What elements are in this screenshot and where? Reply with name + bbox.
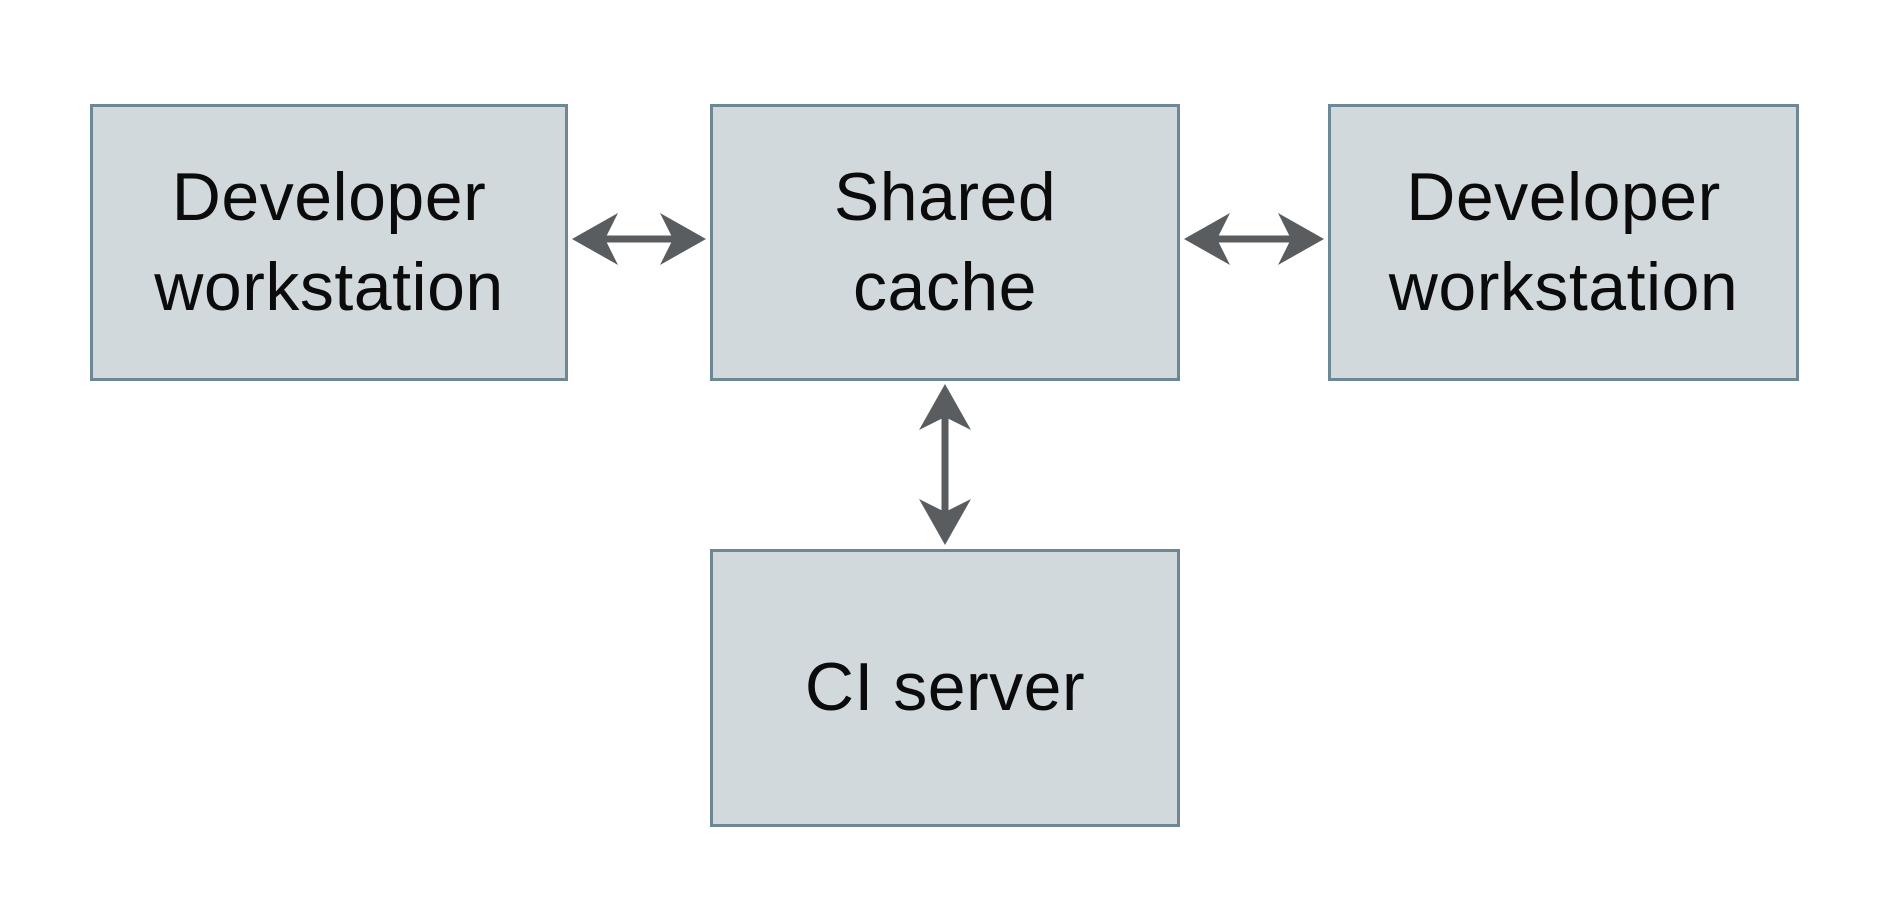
node-ci-server: CI server — [710, 549, 1180, 827]
node-label-developer-workstation-right: Developer workstation — [1388, 158, 1739, 325]
node-label-developer-workstation-left: Developer workstation — [154, 158, 504, 325]
node-shared-cache: Shared cache — [710, 104, 1180, 381]
bidirectional-arrow-cache-ci-server-icon — [919, 384, 971, 545]
bidirectional-arrow-left-workstation-cache-icon — [572, 213, 706, 265]
node-label-shared-cache: Shared cache — [833, 158, 1057, 325]
node-developer-workstation-left: Developer workstation — [90, 104, 568, 381]
node-label-ci-server: CI server — [804, 649, 1086, 726]
bidirectional-arrow-cache-right-workstation-icon — [1184, 213, 1324, 265]
node-developer-workstation-right: Developer workstation — [1328, 104, 1799, 381]
